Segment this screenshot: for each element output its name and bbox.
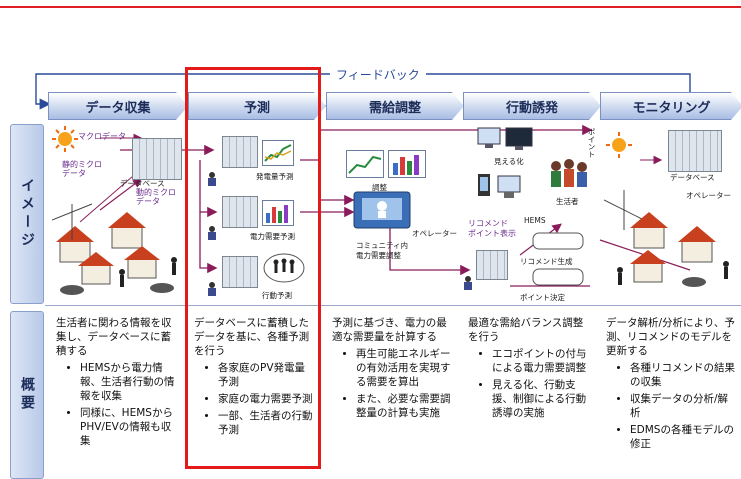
- point-label: ポイント: [587, 128, 596, 158]
- recommend-server-icon: [476, 250, 508, 280]
- feedback-label: フィードバック: [330, 66, 426, 83]
- sun-icon: [52, 126, 78, 152]
- recommend-label: リコメンド: [468, 219, 508, 228]
- monitoring-houses-icon: [604, 190, 729, 287]
- database-label: データベース: [120, 179, 165, 188]
- overview-bullet: エコポイントの付与による電力需要調整: [492, 347, 592, 375]
- overview-bullet: 同様に、HEMSからPHV/EVの情報も収集: [80, 406, 180, 448]
- person-icon: [208, 172, 216, 186]
- header-supply-demand: 需給調整: [326, 92, 464, 120]
- community-adjust-label: 電力需要調整: [356, 251, 401, 260]
- residents-icon: [551, 159, 587, 187]
- header-monitoring: モニタリング: [600, 92, 741, 120]
- header-forecast: 予測: [188, 92, 326, 120]
- monitors-icon: [477, 127, 533, 150]
- overview-bullet: 再生可能エネルギーの有効活用を実現する需要を算出: [356, 347, 456, 389]
- community-label: コミュニティ内: [356, 241, 409, 250]
- overview-bullet: HEMSから電力情報、生活者行動の情報を収集: [80, 361, 180, 403]
- behavior-server-icon: [222, 256, 258, 288]
- overview-bullet: 各家庭のPV発電量予測: [218, 361, 314, 389]
- recommend-gen-label: リコメンド生成: [520, 257, 573, 266]
- pv-forecast-label: 発電量予測: [256, 172, 294, 181]
- overview-intro: 予測に基づき、電力の最適な需要量を計算する: [332, 317, 447, 343]
- overview-bullet: 家庭の電力需要予測: [218, 392, 314, 406]
- overview-bullet: 一部、生活者の行動予測: [218, 409, 314, 437]
- row-divider: [45, 305, 741, 306]
- overview-behavior-induction: 最適な需給バランス調整を行う エコポイントの付与による電力需要調整 見える化、行…: [468, 316, 592, 423]
- forecast-highlight-box: [185, 67, 321, 469]
- behavior-forecast-label: 行動予測: [262, 291, 292, 300]
- header-behavior-induction: 行動誘発: [463, 92, 601, 120]
- overview-bullet: また、必要な需要調整量の計算も実施: [356, 392, 456, 420]
- adjust-label: 調整: [372, 183, 387, 192]
- overview-bullet: EDMSの各種モデルの修正: [630, 423, 736, 451]
- overview-intro: 生活者に関わる情報を収集し、データベースに蓄積する: [56, 317, 172, 357]
- feedback-arrow: [35, 73, 691, 110]
- pv-server-icon: [222, 136, 258, 168]
- monitoring-operator-label: オペレーター: [686, 191, 731, 200]
- row-label-overview: 概要: [10, 311, 44, 479]
- dynamic-micro-label: 動的ミクロデータ: [136, 188, 176, 206]
- demand-server-icon: [222, 196, 258, 228]
- speech-bubble-icon: [532, 232, 584, 250]
- person-icon: [464, 276, 472, 290]
- header-data-collection: データ収集: [48, 92, 188, 120]
- houses-icon: [52, 203, 177, 295]
- overview-intro: データベースに蓄積したデータを基に、各種予測を行う: [194, 317, 310, 357]
- overview-bullet: 収集データの分析/解析: [630, 392, 736, 420]
- demand-bar-icon: [388, 150, 426, 178]
- pv-chart-icon: [262, 140, 294, 166]
- overview-supply-demand: 予測に基づき、電力の最適な需要量を計算する 再生可能エネルギーの有効活用を実現す…: [332, 316, 456, 423]
- row-label-image: イメージ: [10, 124, 44, 304]
- hems-label: HEMS: [524, 216, 546, 225]
- sun-icon: [606, 132, 632, 158]
- visualize-label: 見える化: [494, 157, 524, 166]
- point-decide-label: ポイント決定: [520, 293, 565, 302]
- demand-chart-icon: [262, 200, 294, 226]
- point-display-label: ポイント表示: [468, 229, 516, 238]
- devices-icon: [478, 174, 521, 198]
- macro-data-label: マクロデータ: [78, 132, 126, 141]
- overview-forecast: データベースに蓄積したデータを基に、各種予測を行う 各家庭のPV発電量予測 家庭…: [194, 316, 314, 440]
- overview-monitoring: データ解析/分析により、予測、リコメンドのモデルを更新する 各種リコメンドの結果…: [606, 316, 736, 454]
- person-icon: [208, 226, 216, 240]
- monitoring-server-icon: [668, 130, 722, 172]
- person-icon: [208, 282, 216, 296]
- overview-data-collection: 生活者に関わる情報を収集し、データベースに蓄積する HEMSから電力情報、生活者…: [56, 316, 180, 451]
- thought-cloud-icon: [263, 253, 305, 283]
- supply-chart-icon: [346, 150, 384, 178]
- speech-bubble-icon: [532, 268, 584, 286]
- overview-bullet: 各種リコメンドの結果の収集: [630, 361, 736, 389]
- static-micro-label: 静的ミクロデータ: [62, 160, 102, 178]
- resident-label: 生活者: [556, 197, 579, 206]
- monitoring-db-label: データベース: [670, 173, 715, 182]
- overview-intro: データ解析/分析により、予測、リコメンドのモデルを更新する: [606, 317, 735, 357]
- overview-intro: 最適な需給バランス調整を行う: [468, 317, 584, 343]
- top-red-rule: [0, 6, 741, 8]
- control-console-icon: [353, 191, 411, 229]
- database-server-icon: [132, 138, 182, 180]
- overview-bullet: 見える化、行動支援、制御による行動誘導の実施: [492, 378, 592, 420]
- operator-label: オペレーター: [412, 229, 457, 238]
- power-demand-label: 電力需要予測: [250, 232, 295, 241]
